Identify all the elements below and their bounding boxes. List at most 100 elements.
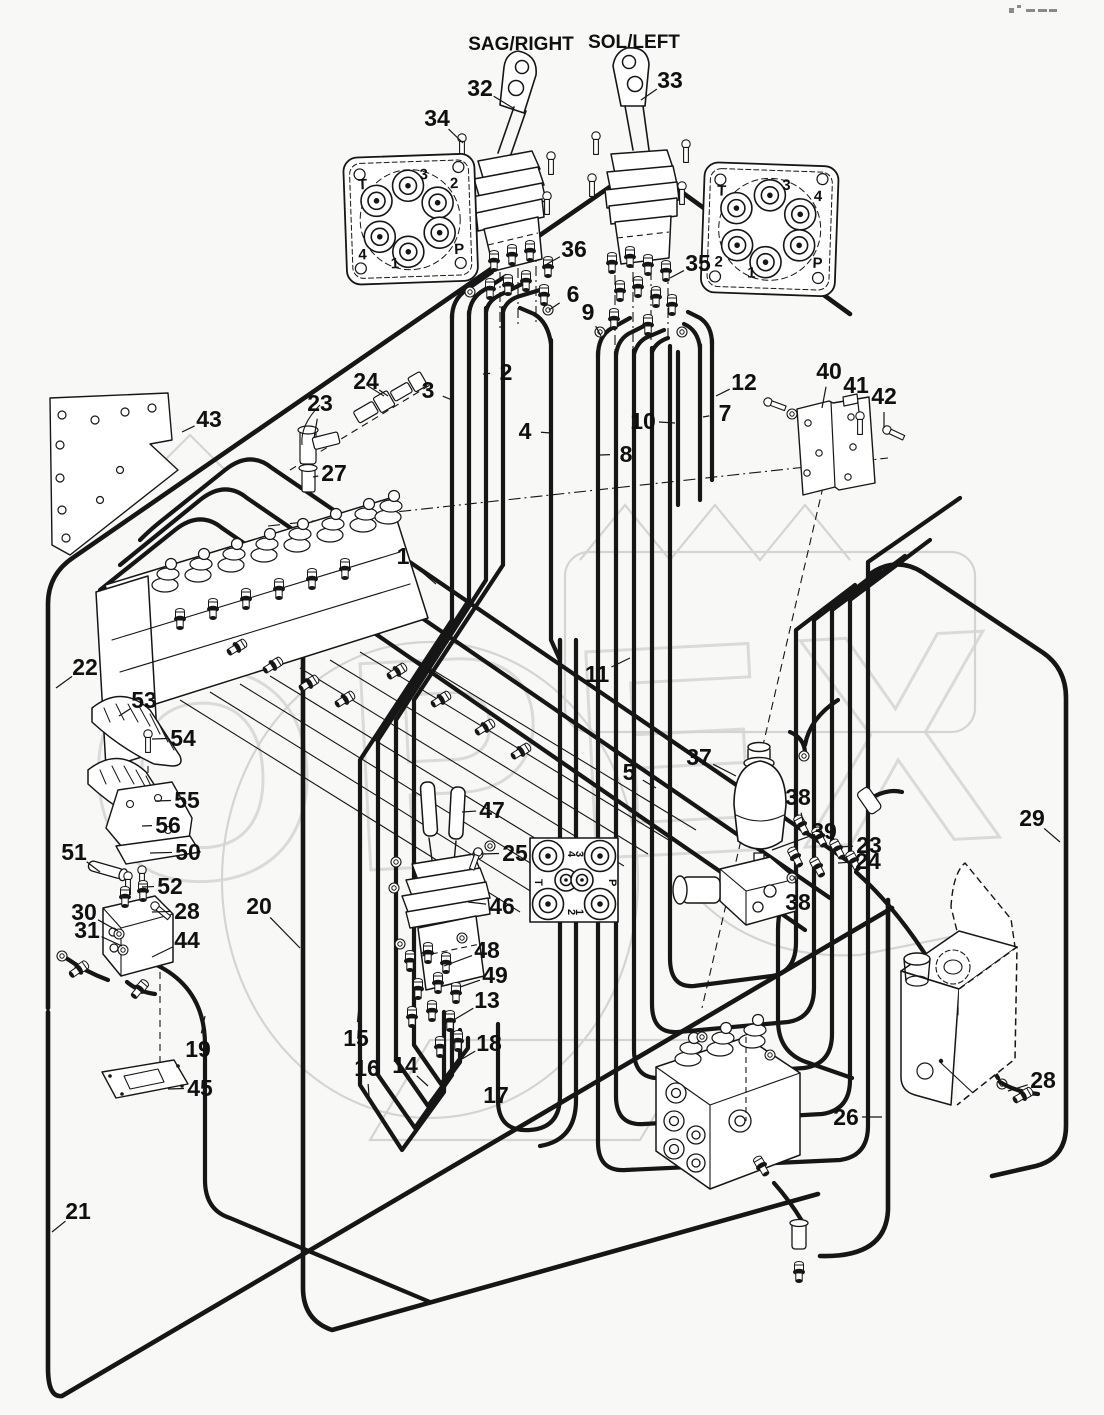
callout-11: 11 <box>585 661 610 687</box>
callout-leader-5 <box>642 779 657 789</box>
callout-52: 52 <box>157 873 183 899</box>
hoses-sag-group <box>357 269 579 1153</box>
plate-port-label: 1 <box>390 255 399 272</box>
callout-leader-28 <box>151 910 172 913</box>
callout-37: 37 <box>686 744 712 770</box>
plate-port-label: 3 <box>782 177 791 194</box>
callout-leader-32 <box>493 95 514 109</box>
callout-6: 6 <box>567 281 580 307</box>
callout-leader-34 <box>448 128 464 144</box>
callout-leader-21 <box>51 1220 66 1233</box>
bracket-40 <box>796 393 876 496</box>
pedal-valve-46 <box>388 781 496 991</box>
plate-port-label: P <box>454 241 465 258</box>
left-port-plate: T 3 2 4 1 P <box>342 153 479 286</box>
callout-10: 10 <box>630 408 656 434</box>
callout-53: 53 <box>131 687 157 713</box>
center-port-label: P <box>606 879 618 886</box>
callout-29: 29 <box>1019 805 1045 831</box>
callout-leader-41 <box>857 400 860 413</box>
callout-33: 33 <box>657 67 683 93</box>
callout-54: 54 <box>170 725 196 751</box>
callout-leader-14 <box>416 1075 429 1087</box>
callout-12: 12 <box>731 369 757 395</box>
center-port-label: T <box>532 879 544 886</box>
callout-leader-19 <box>200 1015 206 1034</box>
callout-leader-23 <box>313 418 318 439</box>
callout-leader-35 <box>669 270 685 279</box>
callout-leader-24 <box>837 861 853 864</box>
callout-16: 16 <box>354 1055 380 1081</box>
callout-leader-3 <box>442 395 453 401</box>
bolt-54 <box>143 729 153 753</box>
callout-2: 2 <box>500 359 513 385</box>
callout-3: 3 <box>422 377 435 403</box>
callout-leader-47 <box>461 810 477 813</box>
callout-41: 41 <box>843 372 869 398</box>
callout-4: 4 <box>519 418 532 444</box>
right-port-plate: T 3 4 2 1 P <box>700 161 840 298</box>
callout-leader-53 <box>118 708 131 717</box>
callout-5: 5 <box>623 759 636 785</box>
center-port-label: 1 <box>573 909 585 915</box>
callout-leader-22 <box>55 675 73 689</box>
callout-25: 25 <box>502 840 528 866</box>
callout-leader-33 <box>640 88 658 101</box>
fittings-23-24-27 <box>297 371 428 493</box>
plate-port-label: 4 <box>814 188 824 205</box>
callout-leader-2 <box>482 372 491 375</box>
callout-leader-4 <box>540 431 552 434</box>
callout-leader-10 <box>658 421 676 424</box>
callout-50: 50 <box>175 839 201 865</box>
callout-leader-23 <box>839 845 854 848</box>
callout-leader-29 <box>1043 827 1061 843</box>
plate-port-label: 4 <box>358 246 368 263</box>
callout-leader-1 <box>414 565 437 585</box>
callout-20: 20 <box>246 893 272 919</box>
callout-leader-43 <box>181 425 195 433</box>
callout-18: 18 <box>476 1030 502 1056</box>
callout-leader-31 <box>101 936 123 947</box>
label-sol-left: SOL/LEFT <box>588 32 680 53</box>
label-sag-right: SAG/RIGHT <box>468 34 574 55</box>
hydraulic-tank <box>900 862 1018 1106</box>
callout-55: 55 <box>174 787 200 813</box>
callout-40: 40 <box>816 358 842 384</box>
plate-port-label: 1 <box>747 265 756 282</box>
callout-49: 49 <box>482 962 508 988</box>
callout-leader-9 <box>595 325 602 337</box>
callout-leader-36 <box>546 256 561 265</box>
callout-13: 13 <box>474 987 500 1013</box>
callout-leader-28 <box>1007 1084 1028 1092</box>
callout-45: 45 <box>187 1075 213 1101</box>
plate-port-label: T <box>358 176 368 193</box>
callout-35: 35 <box>685 250 711 276</box>
callout-44: 44 <box>174 927 200 953</box>
plate-port-label: 2 <box>714 253 723 270</box>
callout-14: 14 <box>392 1052 418 1078</box>
callout-leader-38 <box>794 875 797 887</box>
callout-36: 36 <box>561 236 587 262</box>
callout-leader-48 <box>443 955 473 967</box>
callout-28: 28 <box>174 898 200 924</box>
callout-26: 26 <box>833 1104 859 1130</box>
callout-leader-55 <box>154 799 172 802</box>
callout-32: 32 <box>467 75 493 101</box>
callout-24: 24 <box>855 848 881 874</box>
callout-leader-51 <box>86 861 101 873</box>
callout-46: 46 <box>489 893 515 919</box>
callout-38: 38 <box>785 889 811 915</box>
callout-30: 30 <box>71 899 97 925</box>
callout-56: 56 <box>155 812 181 838</box>
callout-47: 47 <box>479 797 505 823</box>
callout-8: 8 <box>620 441 633 467</box>
plate-port-label: 2 <box>450 175 459 192</box>
callout-leader-44 <box>151 946 173 958</box>
callout-15: 15 <box>343 1025 369 1051</box>
valve-block-26 <box>655 1013 809 1284</box>
callout-17: 17 <box>483 1082 509 1108</box>
corner-mark <box>1009 5 1057 13</box>
callout-39: 39 <box>811 818 837 844</box>
callout-leader-50 <box>149 851 173 854</box>
